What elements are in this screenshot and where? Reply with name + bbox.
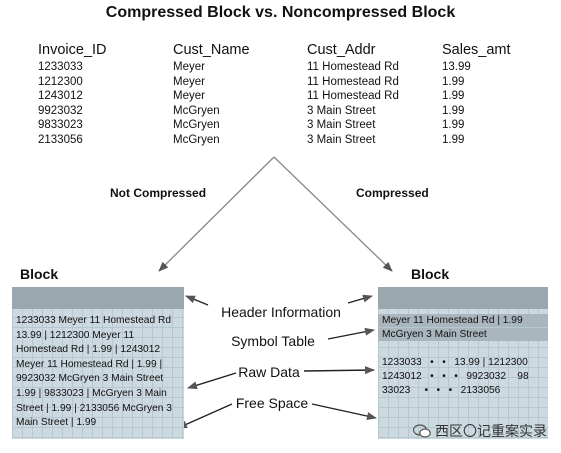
symbol-row-band [378,314,548,327]
arrow-free-space-left [177,403,233,429]
table-cell: Meyer [173,75,205,88]
arrow-raw-data-right [303,366,375,375]
arrow-raw-data-left [187,372,237,390]
table-cell: 11 Homestead Rd [307,90,399,102]
arrow-header-info-left [185,295,209,306]
column-cust-name: Cust_Name Meyer Meyer Meyer McGryen McGr… [173,42,250,147]
diagram-title: Compressed Block vs. Noncompressed Block [105,4,456,21]
symbol-entry: Meyer 11 Homestead Rd | 1.99 [382,315,523,326]
table-cell: 3 Main Street [307,119,376,131]
table-cell: McGryen [173,119,220,131]
table-cell: 1233033 [38,61,83,73]
block-title-left: Block [20,266,59,282]
table-cell: 2133056 [38,133,83,146]
watermark-text: 西区〇记重案实录 [435,423,547,439]
column-header: Invoice_ID [38,42,107,58]
compressed-raw-data: 1233033 • • 13.99 | 1212300 1243012 • • •… [382,356,546,399]
raw-line: 1233033 • • 13.99 | 1212300 [382,357,528,368]
label-compressed: Compressed [356,186,429,200]
table-cell: McGryen [173,133,220,146]
arrow-not-compressed [158,156,275,272]
header-band [378,287,548,309]
table-cell: 3 Main Street [307,104,376,117]
column-invoice-id: Invoice_ID 1233033 1212300 1243012 99230… [38,42,107,147]
table-cell: McGryen [173,104,220,117]
column-cust-addr: Cust_Addr 11 Homestead Rd 11 Homestead R… [307,42,399,147]
column-header: Cust_Name [173,42,250,58]
arrow-free-space-right [311,403,377,420]
arrow-symbol-table [327,327,375,340]
table-cell: 11 Homestead Rd [307,61,399,73]
annotation-header-information: Header Information [221,304,341,320]
block-not-compressed: 1233033 Meyer 11 Homestead Rd 13.99 | 12… [12,287,184,439]
symbol-row-band [378,328,548,341]
symbol-entry: McGryen 3 Main Street [382,329,487,340]
table-cell: Meyer [173,90,205,102]
column-header: Cust_Addr [307,42,376,58]
annotation-symbol-table: Symbol Table [231,333,315,349]
arrow-compressed [273,156,393,272]
table-cell: 1.99 [442,119,465,131]
table-cell: 3 Main Street [307,133,376,146]
table-cell: 13.99 [442,61,471,73]
watermark: 西区〇记重案实录 [413,421,547,441]
column-sales-amt: Sales_amt 13.99 1.99 1.99 1.99 1.99 1.99 [442,42,511,147]
table-cell: 9923032 [38,104,83,117]
table-cell: 1.99 [442,133,465,146]
table-cell: 1243012 [38,90,83,102]
column-header: Sales_amt [442,42,511,58]
table-cell: 1.99 [442,90,465,102]
table-cell: 11 Homestead Rd [307,75,399,88]
table-cell: 1.99 [442,75,465,88]
table-cell: 1212300 [38,75,83,88]
block-compressed: Meyer 11 Homestead Rd | 1.99 McGryen 3 M… [378,287,548,439]
block-title-right: Block [411,266,450,282]
raw-line: 33023 • • • 2133056 [382,385,501,397]
raw-line: 1243012 • • • 9923032 98 [382,371,529,383]
arrow-header-info-right [347,294,373,304]
annotation-raw-data: Raw Data [238,364,300,380]
wechat-icon [413,424,431,438]
table-cell: Meyer [173,61,205,73]
table-cell: 1.99 [442,104,465,117]
label-not-compressed: Not Compressed [110,186,207,200]
table-cell: 9833023 [38,119,83,131]
header-band [12,287,184,309]
raw-data-text: 1233033 Meyer 11 Homestead Rd 13.99 | 12… [16,315,172,429]
annotation-free-space: Free Space [235,395,309,411]
